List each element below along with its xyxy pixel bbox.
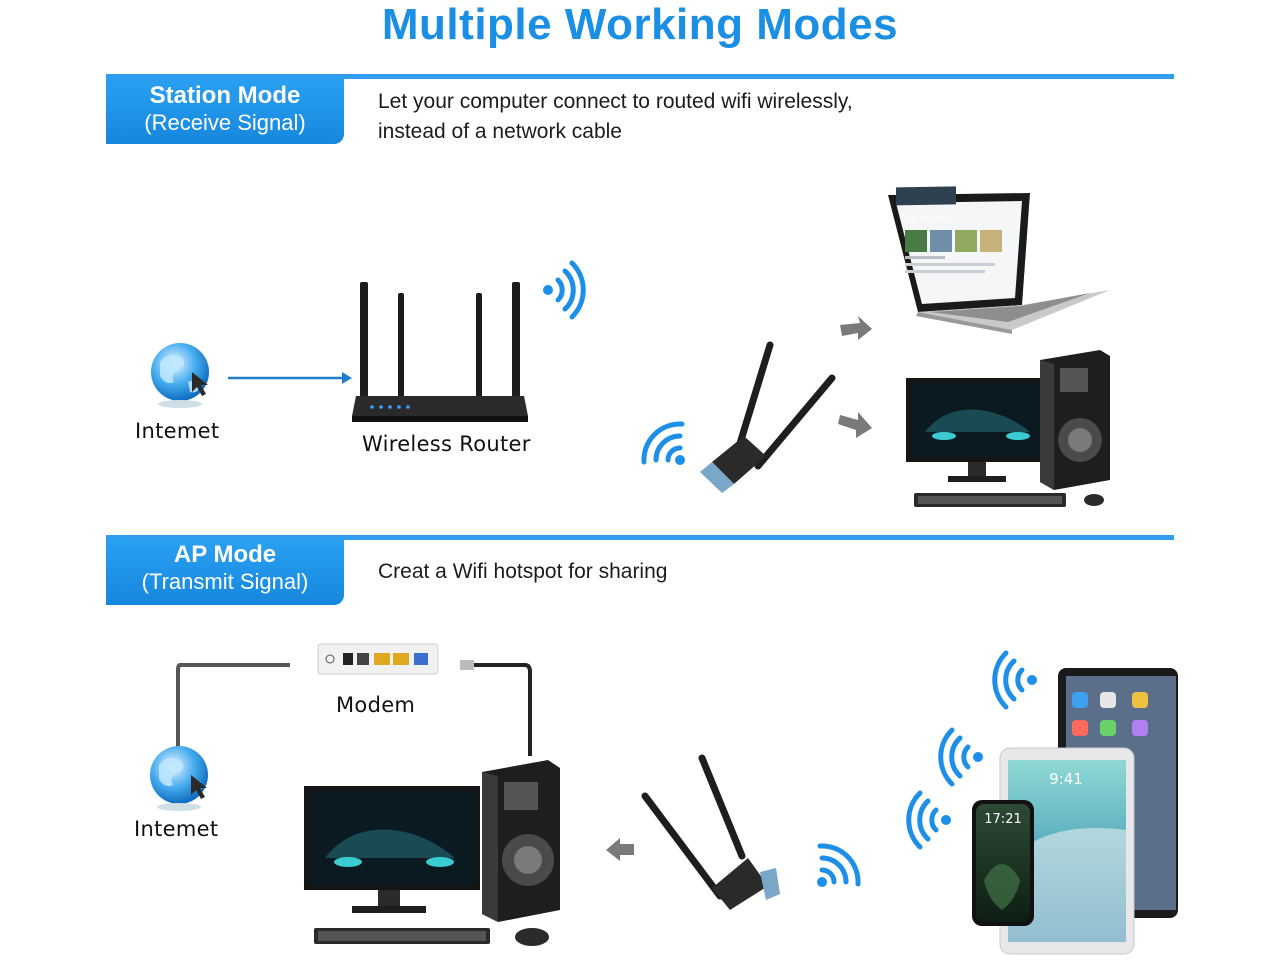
station-description: Let your computer connect to routed wifi… <box>378 87 853 147</box>
modem-label: Modem <box>336 693 415 717</box>
station-mode-diagram: City Bulletin <box>0 150 1280 530</box>
usb-wifi-adapter-icon <box>700 345 832 493</box>
wifi-signal-icon <box>941 730 983 784</box>
arrow-icon <box>606 838 634 861</box>
desktop-tower-icon <box>1040 350 1110 490</box>
station-mode-badge: Station Mode (Receive Signal) <box>106 78 344 144</box>
ethernet-cable <box>468 665 530 756</box>
router-icon <box>352 282 528 422</box>
wifi-signal-icon <box>909 793 951 847</box>
wifi-signal-icon <box>644 424 685 465</box>
monitor-icon <box>304 786 480 913</box>
ap-mode-badge: AP Mode (Transmit Signal) <box>106 539 344 605</box>
globe-icon <box>150 746 208 811</box>
mouse-icon <box>1084 494 1104 506</box>
globe-icon <box>151 343 209 408</box>
laptop-screen-title: City Bulletin <box>900 214 953 225</box>
ap-mode-subtitle: (Transmit Signal) <box>106 569 344 595</box>
arrow-icon <box>838 412 872 438</box>
phone-clock: 17:21 <box>976 812 1030 827</box>
ethernet-cable <box>178 665 290 750</box>
wifi-signal-icon <box>995 653 1037 707</box>
arrow-icon <box>840 316 872 340</box>
wifi-signal-icon <box>817 846 858 887</box>
monitor-icon <box>906 378 1050 482</box>
internet-label: Intemet <box>134 817 218 841</box>
internet-label: Intemet <box>135 419 219 443</box>
station-mode-subtitle: (Receive Signal) <box>106 110 344 136</box>
laptop-icon <box>888 186 1110 334</box>
keyboard-icon <box>914 493 1066 507</box>
ap-mode-title: AP Mode <box>106 541 344 569</box>
wifi-signal-icon <box>543 263 583 317</box>
page-title: Multiple Working Modes <box>0 0 1280 50</box>
wireless-router-label: Wireless Router <box>362 432 531 456</box>
ap-description: Creat a Wifi hotspot for sharing <box>378 557 667 587</box>
ethernet-plug-icon <box>460 660 474 670</box>
usb-wifi-adapter-icon <box>645 758 780 910</box>
arrow-icon <box>228 372 352 384</box>
desktop-tower-icon <box>482 760 560 922</box>
tablet-clock: 9:41 <box>1036 770 1096 788</box>
keyboard-icon <box>314 928 490 944</box>
mouse-icon <box>515 928 549 946</box>
station-mode-title: Station Mode <box>106 82 344 110</box>
modem-icon <box>318 644 438 674</box>
